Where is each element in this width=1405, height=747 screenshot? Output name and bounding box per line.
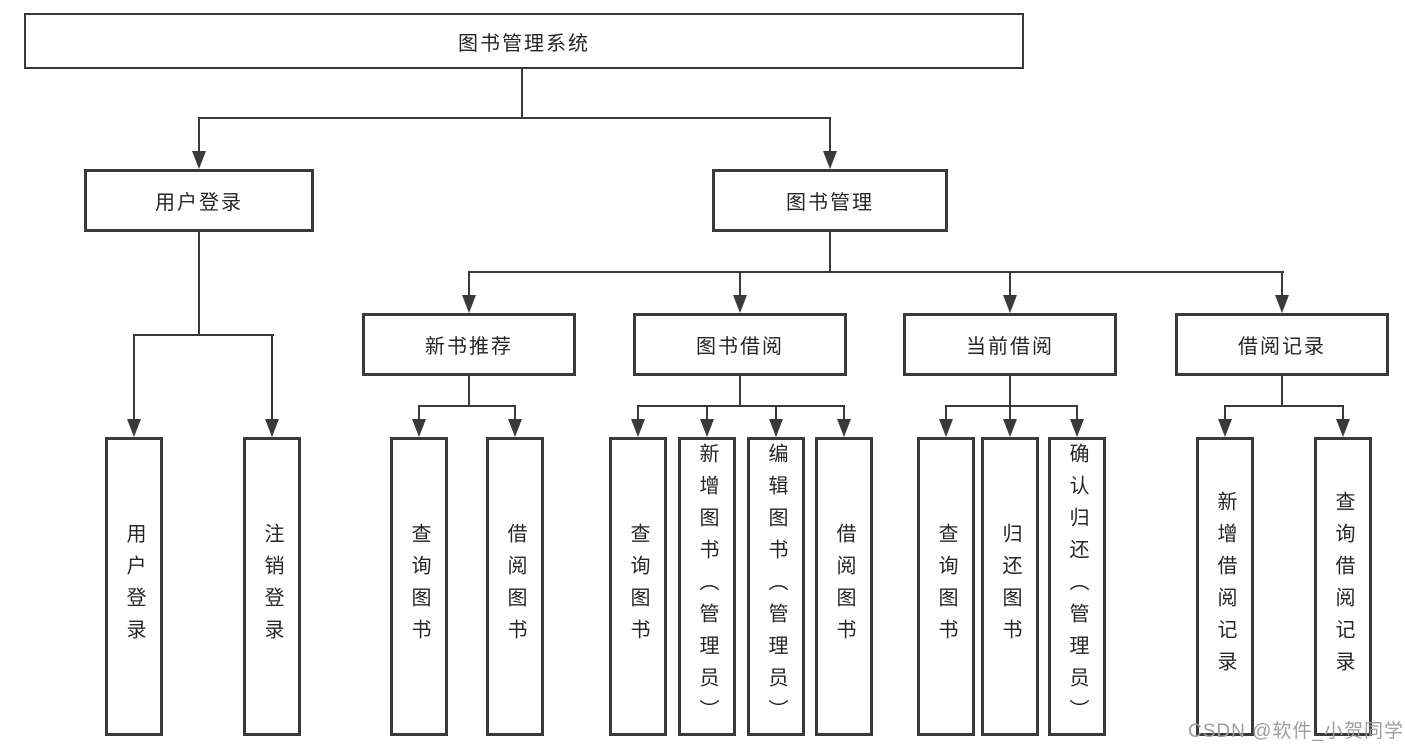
connector-line	[468, 271, 1284, 273]
leaf-records-query-record-label: 查询借阅记录	[1332, 490, 1354, 683]
connector-line	[1224, 405, 1344, 407]
connector-line	[198, 232, 200, 336]
leaf-borrow-edit-book: 编辑图书（管理员）	[747, 437, 805, 736]
connector-line	[1342, 405, 1344, 419]
connector-line	[198, 117, 831, 119]
leaf-recommend-borrow-book: 借阅图书	[486, 437, 544, 736]
arrowhead	[939, 419, 953, 437]
leaf-current-query-book: 查询图书	[917, 437, 975, 736]
node-root-label: 图书管理系统	[458, 32, 590, 55]
leaf-user-login: 用户登录	[105, 437, 163, 736]
leaf-borrow-query-book-label: 查询图书	[627, 522, 649, 651]
leaf-recommend-query-book: 查询图书	[390, 437, 448, 736]
connector-line	[1009, 271, 1011, 295]
connector-line	[739, 271, 741, 295]
connector-line	[1281, 376, 1283, 407]
leaf-logout-label: 注销登录	[261, 522, 283, 651]
arrowhead	[631, 419, 645, 437]
connector-line	[133, 334, 135, 419]
connector-line	[843, 405, 845, 419]
node-user-login-group: 用户登录	[84, 169, 314, 232]
arrowhead	[1336, 419, 1350, 437]
connector-line	[418, 405, 420, 419]
arrowhead	[733, 295, 747, 313]
leaf-borrow-add-book-label: 新增图书（管理员）	[696, 442, 718, 731]
arrowhead	[127, 419, 141, 437]
connector-line	[133, 334, 274, 336]
arrowhead	[508, 419, 522, 437]
leaf-borrow-borrow-book-label: 借阅图书	[833, 522, 855, 651]
node-root: 图书管理系统	[24, 13, 1024, 69]
leaf-logout: 注销登录	[243, 437, 301, 736]
leaf-user-login-label: 用户登录	[123, 522, 145, 651]
node-new-book-recommend: 新书推荐	[362, 313, 576, 376]
leaf-current-query-book-label: 查询图书	[935, 522, 957, 651]
leaf-recommend-borrow-book-label: 借阅图书	[504, 522, 526, 651]
connector-line	[468, 376, 470, 407]
connector-line	[706, 405, 708, 419]
leaf-records-add-record-label: 新增借阅记录	[1214, 490, 1236, 683]
arrowhead	[412, 419, 426, 437]
arrowhead	[823, 151, 837, 169]
arrowhead	[1218, 419, 1232, 437]
leaf-current-return-book: 归还图书	[981, 437, 1039, 736]
connector-line	[418, 405, 516, 407]
connector-line	[198, 117, 200, 151]
connector-line	[637, 405, 639, 419]
node-current-borrow: 当前借阅	[903, 313, 1117, 376]
connector-line	[637, 405, 845, 407]
node-borrow-records: 借阅记录	[1175, 313, 1389, 376]
connector-line	[739, 376, 741, 407]
arrowhead	[1070, 419, 1084, 437]
leaf-current-return-book-label: 归还图书	[999, 522, 1021, 651]
connector-line	[1076, 405, 1078, 419]
arrowhead	[192, 151, 206, 169]
connector-line	[1009, 405, 1011, 419]
leaf-current-confirm-return-label: 确认归还（管理员）	[1066, 442, 1088, 731]
connector-line	[775, 405, 777, 419]
arrowhead	[769, 419, 783, 437]
leaf-recommend-query-book-label: 查询图书	[408, 522, 430, 651]
connector-line	[514, 405, 516, 419]
node-new-book-recommend-label: 新书推荐	[425, 336, 513, 358]
node-book-borrow-label: 图书借阅	[696, 336, 784, 358]
arrowhead	[265, 419, 279, 437]
connector-line	[829, 117, 831, 151]
arrowhead	[837, 419, 851, 437]
connector-line	[945, 405, 1078, 407]
connector-line	[521, 69, 523, 118]
arrowhead	[1003, 419, 1017, 437]
connector-line	[468, 271, 470, 295]
connector-line	[945, 405, 947, 419]
connector-line	[271, 334, 273, 419]
node-book-borrow: 图书借阅	[633, 313, 847, 376]
connector-line	[1281, 271, 1283, 295]
connector-line	[1009, 376, 1011, 407]
arrowhead	[1003, 295, 1017, 313]
node-user-login-group-label: 用户登录	[155, 192, 243, 214]
node-borrow-records-label: 借阅记录	[1238, 336, 1326, 358]
node-current-borrow-label: 当前借阅	[966, 336, 1054, 358]
connector-line	[1224, 405, 1226, 419]
leaf-borrow-borrow-book: 借阅图书	[815, 437, 873, 736]
leaf-borrow-query-book: 查询图书	[609, 437, 667, 736]
arrowhead	[1275, 295, 1289, 313]
leaf-current-confirm-return: 确认归还（管理员）	[1048, 437, 1106, 736]
arrowhead	[700, 419, 714, 437]
leaf-records-query-record: 查询借阅记录	[1314, 437, 1372, 736]
node-book-mgmt-group-label: 图书管理	[786, 192, 874, 214]
leaf-records-add-record: 新增借阅记录	[1196, 437, 1254, 736]
leaf-borrow-add-book: 新增图书（管理员）	[678, 437, 736, 736]
arrowhead	[462, 295, 476, 313]
csdn-watermark: CSDN @软件_小贺同学	[1188, 721, 1404, 742]
node-book-mgmt-group: 图书管理	[712, 169, 948, 232]
leaf-borrow-edit-book-label: 编辑图书（管理员）	[765, 442, 787, 731]
connector-line	[829, 232, 831, 273]
